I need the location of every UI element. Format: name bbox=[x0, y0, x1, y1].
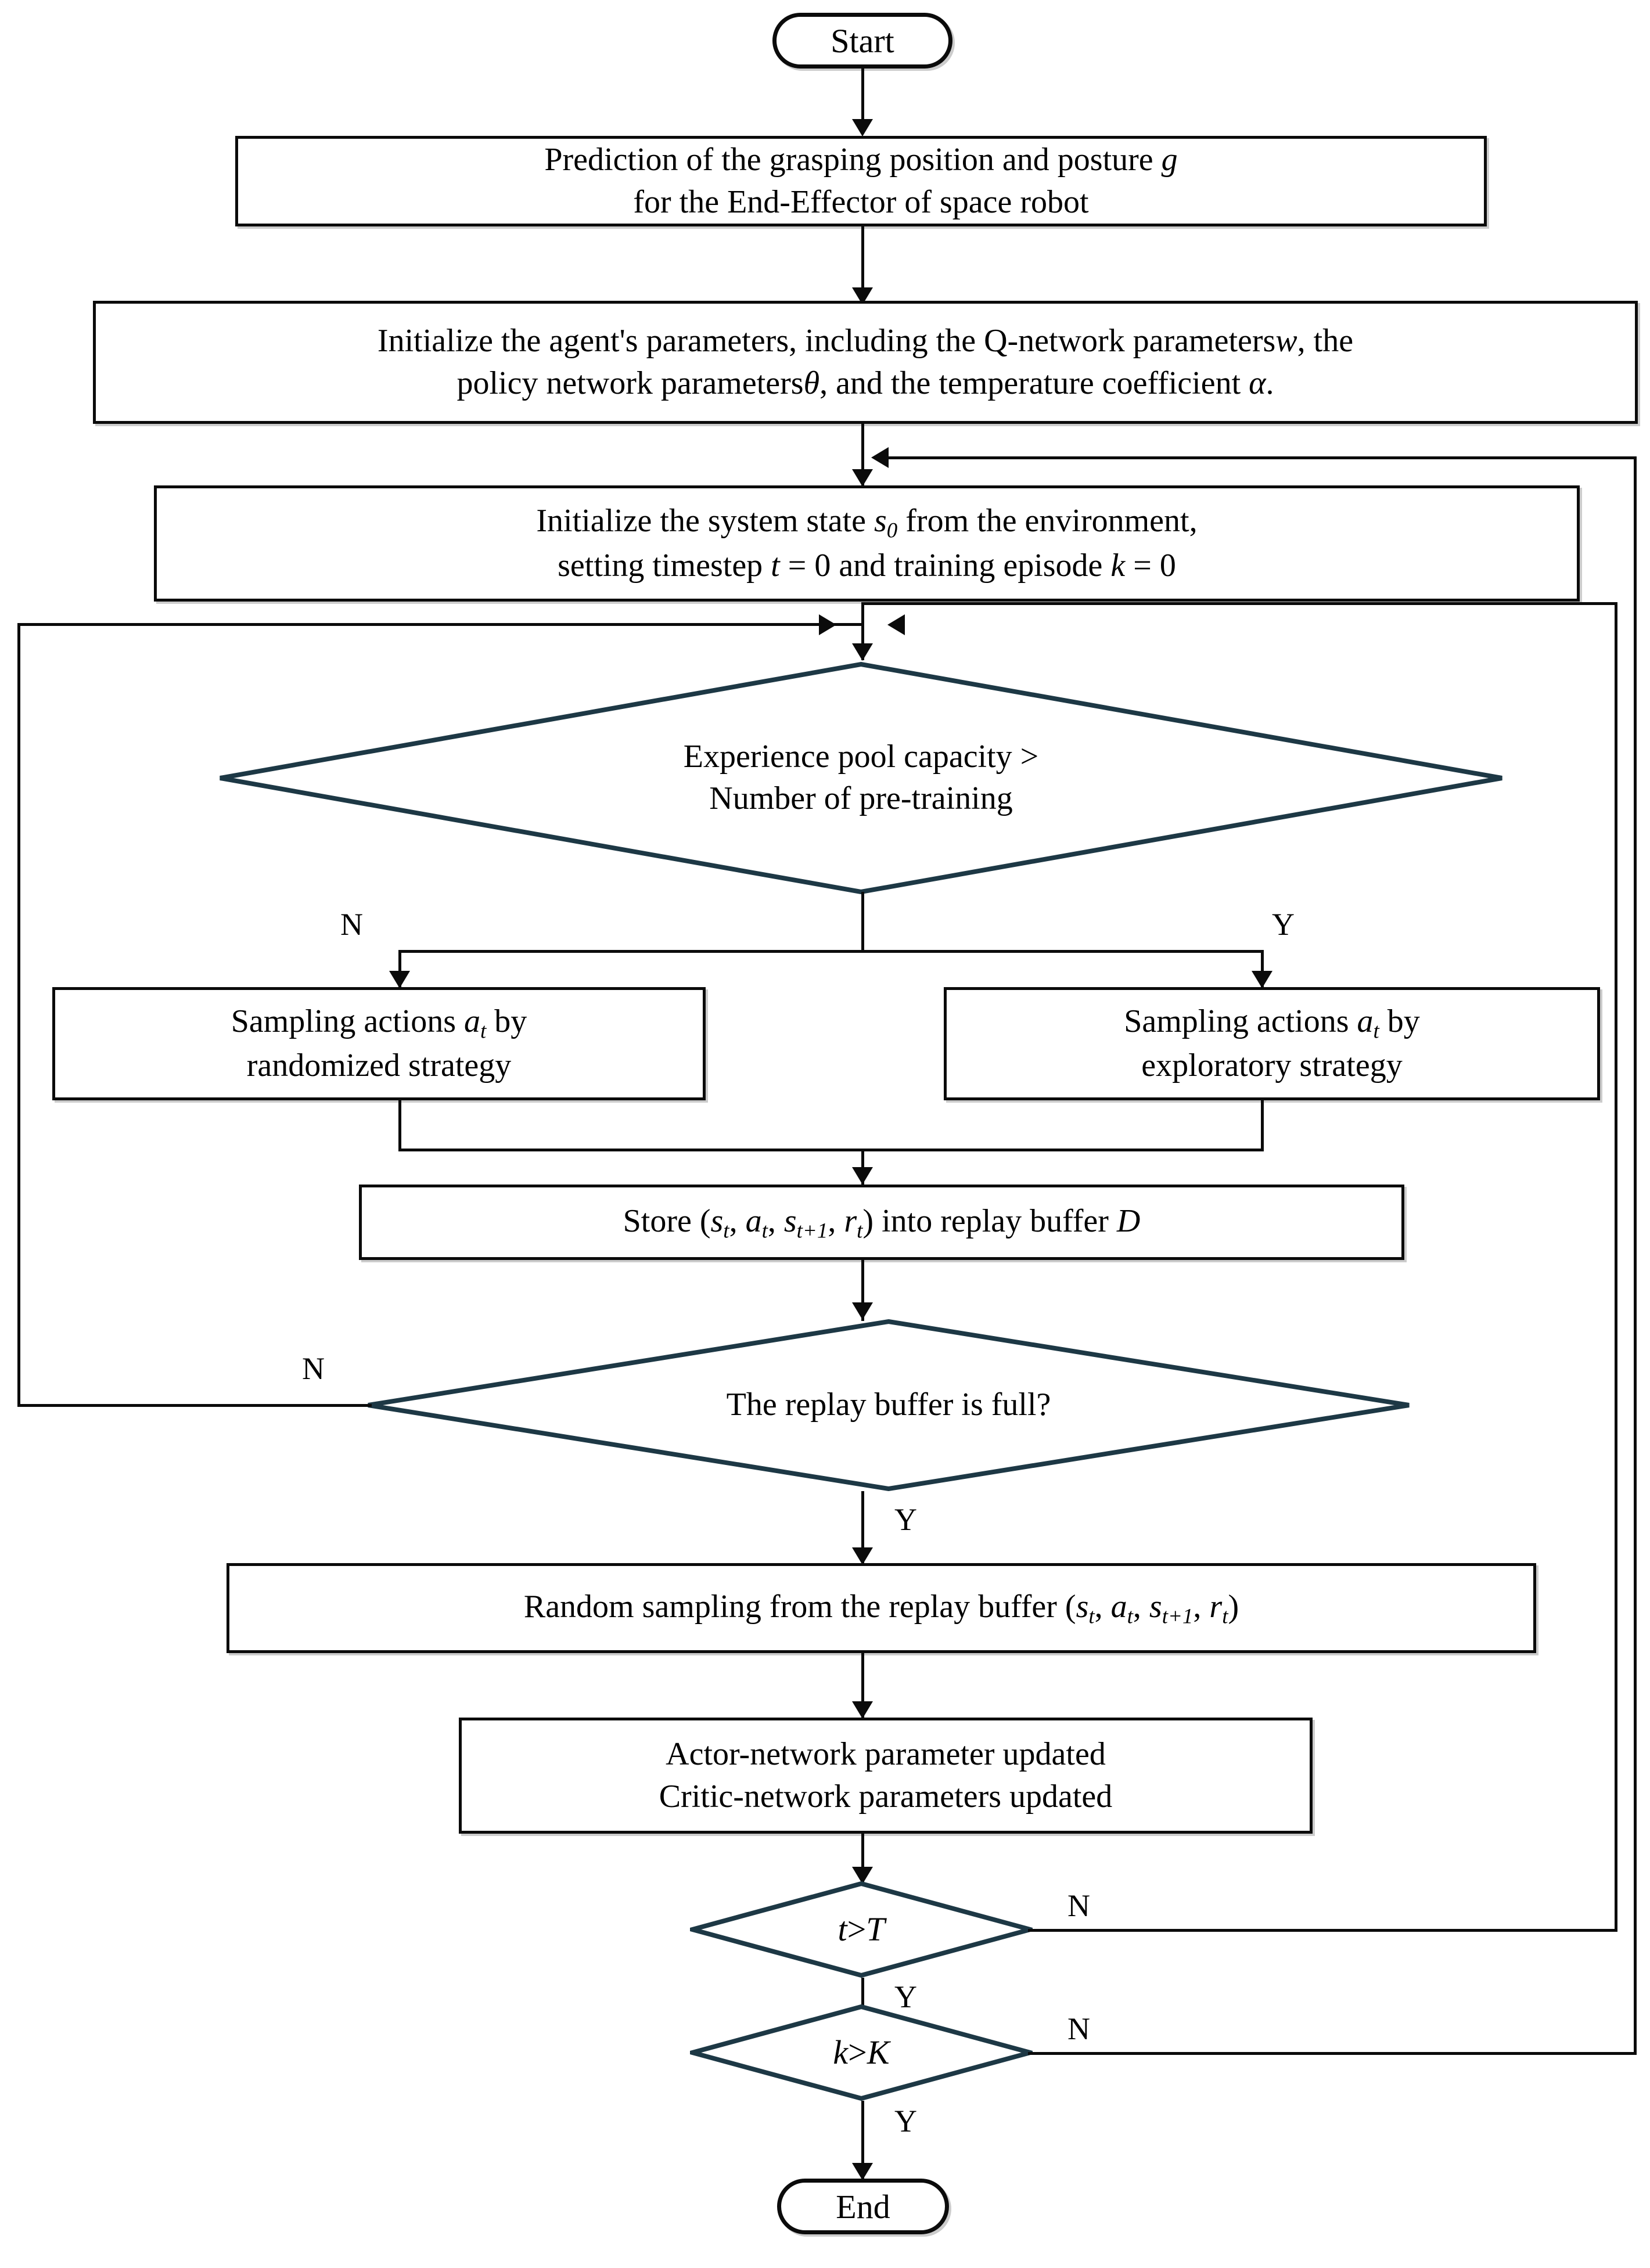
node-rand-action-line2: randomized strategy bbox=[246, 1047, 512, 1084]
node-start-label: Start bbox=[831, 21, 894, 60]
node-end-label: End bbox=[836, 2187, 890, 2226]
edge-buffer-no bbox=[348, 1404, 372, 1407]
loop-rail-buffer-top bbox=[17, 623, 861, 626]
edge-update-to-t-check bbox=[861, 1834, 864, 1885]
arrowhead-rand-action bbox=[389, 971, 410, 988]
arrowhead-buffer-check bbox=[852, 1302, 873, 1320]
edge-pool-no bbox=[398, 950, 401, 989]
buffer-full-shape bbox=[368, 1319, 1410, 1491]
arrowhead-expl-action bbox=[1252, 971, 1272, 988]
edge-k-yes bbox=[861, 2101, 864, 2182]
edge-prediction-to-init-params bbox=[861, 226, 864, 302]
pool-check-shape bbox=[220, 662, 1502, 894]
edge-rand-down bbox=[398, 1100, 401, 1151]
node-store: Store (st, at, st+1, rt) into replay buf… bbox=[359, 1185, 1404, 1260]
node-update-nets: Actor-network parameter updated Critic-n… bbox=[459, 1718, 1313, 1834]
node-random-sample-text: Random sampling from the replay buffer (… bbox=[523, 1589, 1239, 1628]
edge-pool-split bbox=[398, 950, 1264, 953]
node-prediction-line2: for the End-Effector of space robot bbox=[633, 184, 1089, 220]
k-check-shape bbox=[690, 2004, 1033, 2101]
edge-label-pool-no: N bbox=[340, 907, 363, 942]
arrowhead-store bbox=[852, 1167, 873, 1185]
arrowhead-random-sample bbox=[852, 1547, 873, 1565]
edge-store-to-buffer-check bbox=[861, 1260, 864, 1321]
arrowhead-kK-return bbox=[871, 447, 889, 468]
edge-k-no bbox=[1028, 2052, 1196, 2055]
loop-rail-kK-right bbox=[1634, 456, 1637, 2055]
node-buffer-full: The replay buffer is full? bbox=[366, 1319, 1411, 1491]
node-rand-action-line1: Sampling actions at by bbox=[231, 1003, 527, 1043]
edge-label-buffer-no: N bbox=[302, 1351, 325, 1386]
node-rand-action: Sampling actions at by randomized strate… bbox=[52, 987, 706, 1100]
node-init-state-line1: Initialize the system state s0 from the … bbox=[536, 503, 1198, 542]
node-end: End bbox=[777, 2179, 949, 2234]
edge-label-pool-yes: Y bbox=[1272, 907, 1295, 942]
arrowhead-init-state bbox=[852, 469, 873, 487]
arrowhead-end bbox=[852, 2163, 873, 2180]
edge-pool-stem bbox=[861, 892, 864, 952]
node-prediction-line1: Prediction of the grasping position and … bbox=[544, 142, 1178, 178]
edge-label-buffer-yes: Y bbox=[894, 1502, 917, 1537]
node-init-state-line2: setting timestep t = 0 and training epis… bbox=[558, 547, 1176, 584]
t-check-shape bbox=[690, 1881, 1033, 1978]
node-init-params-line1: Initialize the agent's parameters, inclu… bbox=[377, 323, 1354, 359]
node-update-nets-line1: Actor-network parameter updated bbox=[666, 1736, 1106, 1773]
arrowhead-prediction bbox=[852, 119, 873, 136]
loop-rail-tT-top bbox=[861, 602, 1617, 605]
edge-buffer-yes bbox=[861, 1491, 864, 1567]
edge-label-t-yes: Y bbox=[894, 1979, 917, 2014]
loop-rail-kK-bottom bbox=[1194, 2052, 1634, 2055]
node-expl-action-line2: exploratory strategy bbox=[1141, 1047, 1403, 1084]
edge-label-t-no: N bbox=[1067, 1888, 1090, 1923]
edge-start-to-prediction bbox=[861, 69, 864, 134]
edge-pool-yes bbox=[1261, 950, 1264, 989]
node-expl-action: Sampling actions at by exploratory strat… bbox=[944, 987, 1600, 1100]
loop-rail-kK-top bbox=[883, 456, 1637, 459]
arrowhead-pool-check bbox=[852, 643, 873, 661]
edge-label-k-no: N bbox=[1067, 2011, 1090, 2046]
loop-rail-buffer-bottom bbox=[17, 1404, 366, 1407]
edge-actions-merge bbox=[398, 1149, 1264, 1151]
node-k-check: k > K bbox=[690, 2004, 1033, 2101]
node-init-params: Initialize the agent's parameters, inclu… bbox=[93, 301, 1638, 424]
edge-sample-to-update bbox=[861, 1653, 864, 1720]
loop-rail-buffer-left bbox=[17, 623, 20, 1407]
node-t-check: t > T bbox=[690, 1881, 1033, 1978]
edge-expl-down bbox=[1261, 1100, 1264, 1151]
edge-label-k-yes: Y bbox=[894, 2104, 917, 2139]
node-update-nets-line2: Critic-network parameters updated bbox=[659, 1779, 1113, 1815]
arrowhead-update-nets bbox=[852, 1701, 873, 1719]
arrowhead-tT-return bbox=[887, 614, 905, 635]
node-start: Start bbox=[772, 13, 952, 69]
arrowhead-buffer-return bbox=[819, 614, 836, 635]
edge-t-no bbox=[1028, 1929, 1196, 1932]
node-pool-check: Experience pool capacity > Number of pre… bbox=[218, 662, 1504, 894]
edge-init-params-to-init-state bbox=[861, 424, 864, 487]
node-random-sample: Random sampling from the replay buffer (… bbox=[227, 1563, 1536, 1653]
node-store-text: Store (st, at, st+1, rt) into replay buf… bbox=[623, 1203, 1141, 1243]
node-prediction: Prediction of the grasping position and … bbox=[235, 136, 1487, 226]
loop-rail-tT-bottom bbox=[1194, 1929, 1617, 1932]
node-init-params-line2: policy network parametersθ, and the temp… bbox=[456, 365, 1274, 401]
loop-rail-tT-right bbox=[1615, 602, 1617, 1932]
node-expl-action-line1: Sampling actions at by bbox=[1124, 1003, 1420, 1043]
node-init-state: Initialize the system state s0 from the … bbox=[154, 485, 1580, 602]
arrowhead-t-check bbox=[852, 1867, 873, 1884]
edge-into-pool-check bbox=[861, 602, 864, 660]
